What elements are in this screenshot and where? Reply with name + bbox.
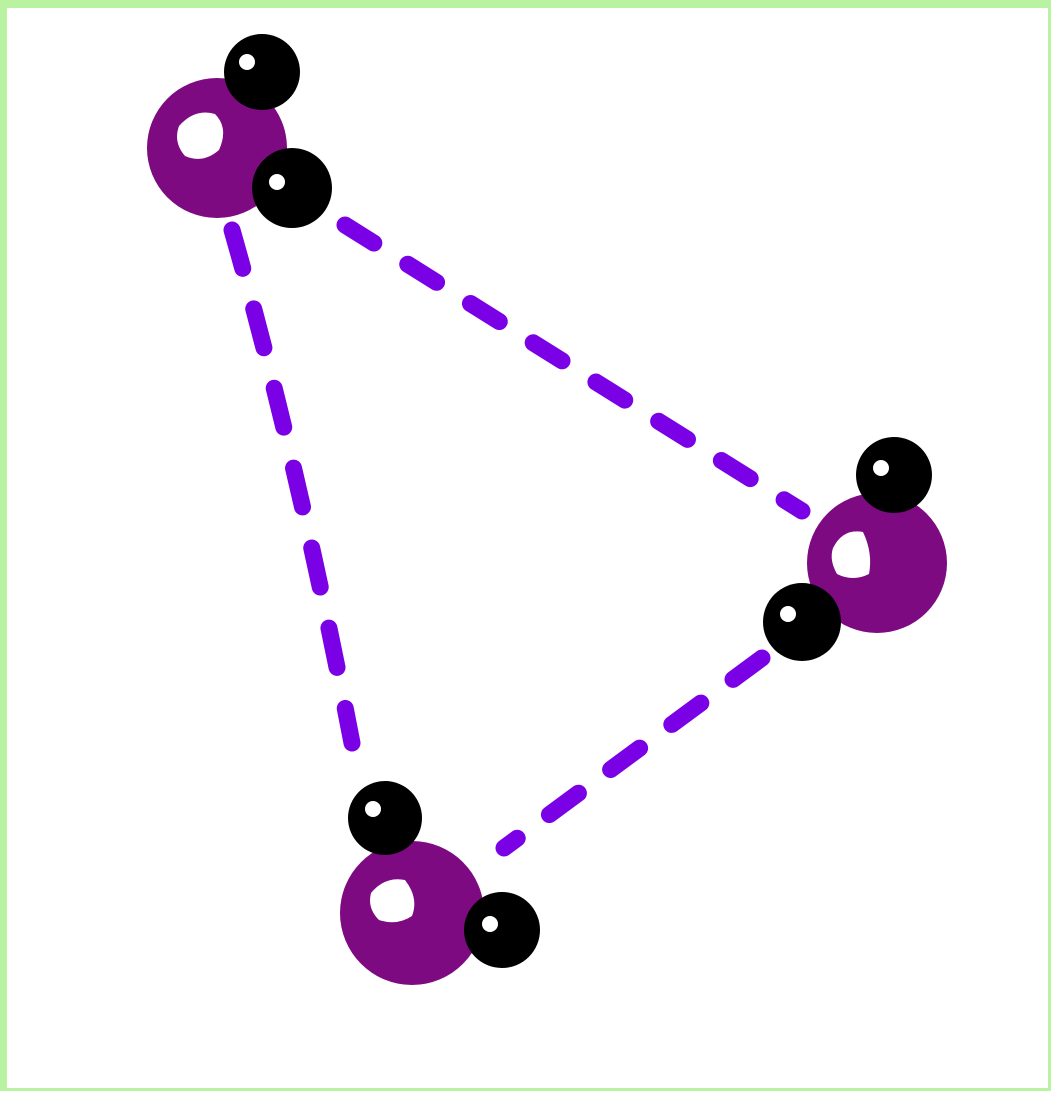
hydrogen-bond-right-to-bottom (495, 649, 771, 857)
water-trimer-diagram (147, 34, 947, 985)
hydrogen-highlight (482, 916, 498, 932)
water-molecule-bottom (340, 781, 540, 985)
oxygen-highlight (831, 531, 871, 578)
hydrogen-bonds (223, 216, 811, 857)
hydrogen-atom (856, 437, 932, 513)
hydrogen-atom (224, 34, 300, 110)
hydrogen-highlight (239, 54, 255, 70)
oxygen-highlight (177, 112, 224, 159)
hydrogen-bond-top-left-to-right (336, 216, 811, 520)
hydrogen-bond-top-left-to-bottom (223, 221, 361, 752)
hydrogen-highlight (873, 460, 889, 476)
oxygen-highlight (370, 879, 415, 923)
hydrogen-highlight (365, 801, 381, 817)
water-molecule-right (763, 437, 947, 661)
hydrogen-atom (252, 148, 332, 228)
hydrogen-atom (763, 583, 841, 661)
hydrogen-atom (348, 781, 422, 855)
oxygen-atom (807, 493, 947, 633)
water-molecule-top-left (147, 34, 332, 228)
hydrogen-highlight (269, 174, 285, 190)
hydrogen-atom (464, 892, 540, 968)
hydrogen-highlight (780, 606, 796, 622)
